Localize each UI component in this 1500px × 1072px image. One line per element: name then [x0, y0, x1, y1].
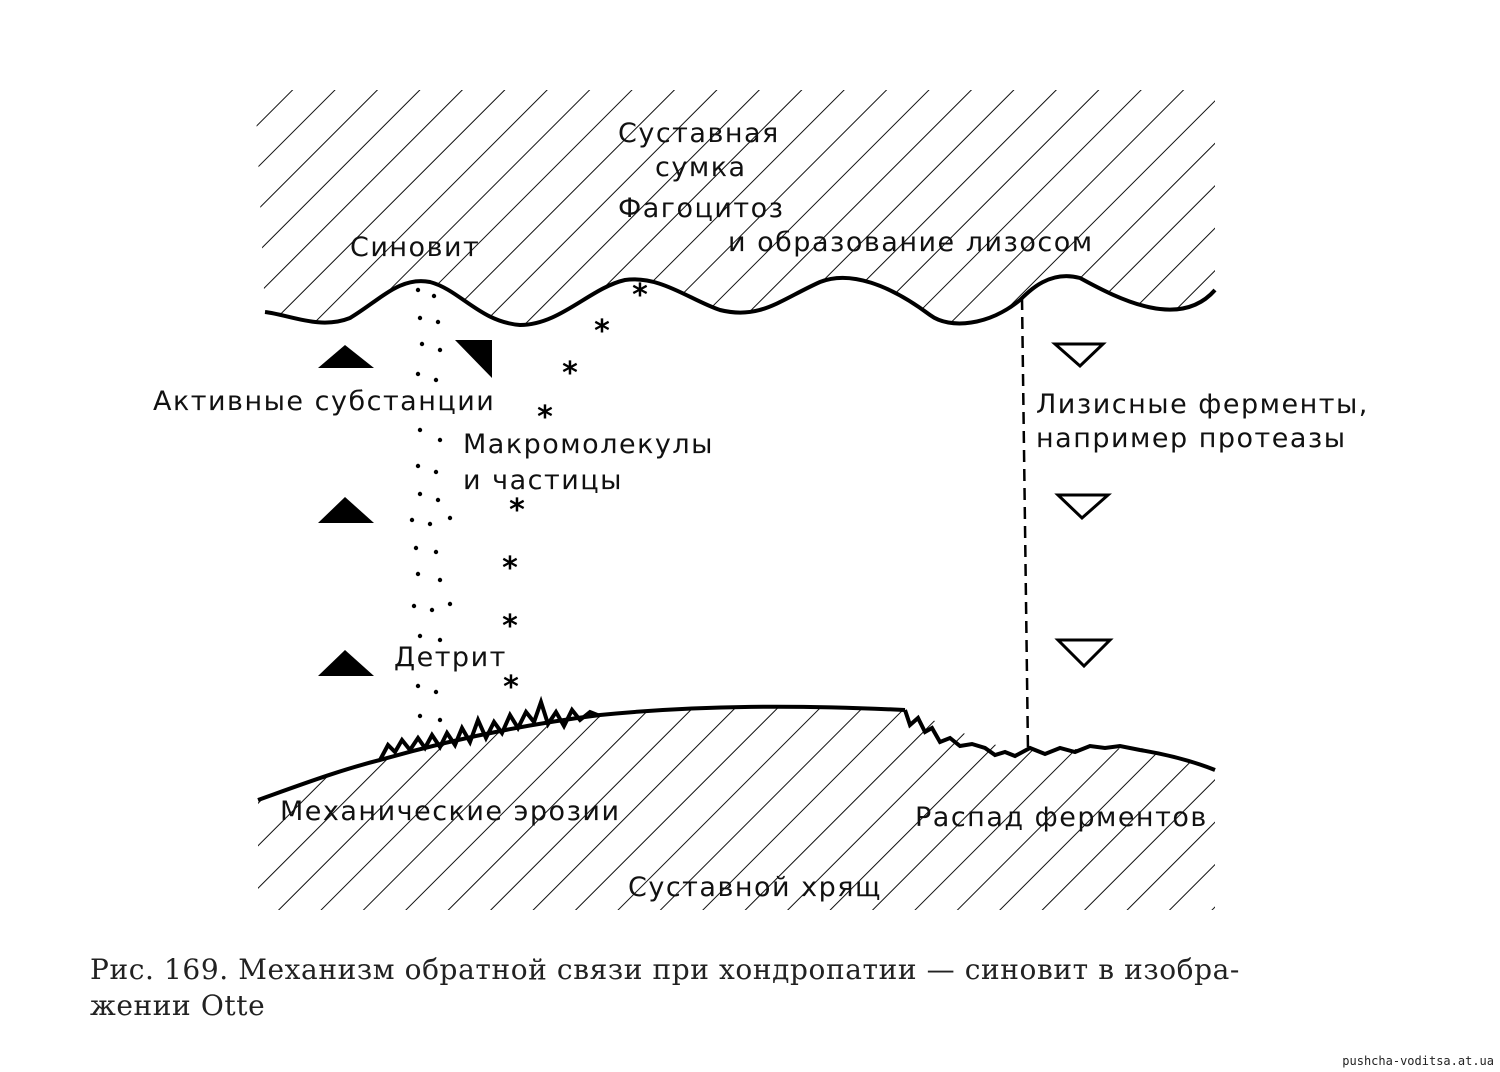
label-active-substances: Активные субстанции: [153, 386, 495, 417]
svg-text:*: *: [502, 609, 518, 644]
svg-text:*: *: [537, 400, 553, 435]
enzyme-path-dashed-line: [1020, 297, 1030, 753]
svg-text:*: *: [509, 493, 525, 528]
svg-text:*: *: [562, 356, 578, 391]
lytic-enzyme-markers: [1051, 342, 1114, 669]
svg-text:*: *: [632, 278, 648, 313]
label-phagocytosis-line1: Фагоцитоз: [618, 193, 785, 224]
site-watermark: pushcha-voditsa.at.ua: [1342, 1054, 1494, 1068]
erosion-rough-edge: [378, 695, 601, 761]
label-lytic-enzymes-line1: Лизисные ферменты,: [1036, 389, 1369, 420]
label-capsule-line2: сумка: [655, 152, 747, 183]
svg-text:*: *: [503, 670, 519, 705]
macromolecule-asterisks: * * * * * * * *: [502, 278, 648, 705]
label-lytic-enzymes-line2: например протеазы: [1036, 423, 1347, 454]
label-articular-cartilage: Суставной хрящ: [628, 872, 882, 903]
enzyme-decay-edge: [903, 709, 1216, 772]
svg-text:*: *: [594, 314, 610, 349]
label-capsule-line1: Суставная: [618, 118, 780, 149]
label-macromolecules-line2: и частицы: [463, 465, 623, 496]
label-enzyme-decay: Распад ферментов: [915, 802, 1208, 833]
figure-caption-line2: жении Otte: [90, 989, 266, 1022]
figure-caption: Рис. 169. Механизм обратной связи при хо…: [90, 952, 1450, 1024]
label-synovitis: Синовит: [350, 232, 480, 263]
label-phagocytosis-line2: и образование лизосом: [728, 227, 1094, 258]
svg-text:*: *: [502, 551, 518, 586]
label-detritus: Детрит: [394, 642, 507, 673]
active-substance-markers: [318, 340, 492, 676]
label-macromolecules-line1: Макромолекулы: [463, 429, 714, 460]
label-mechanical-erosions: Механические эрозии: [280, 796, 621, 827]
detritus-dot-stream: [409, 287, 453, 723]
figure-caption-line1: Рис. 169. Механизм обратной связи при хо…: [90, 953, 1240, 986]
